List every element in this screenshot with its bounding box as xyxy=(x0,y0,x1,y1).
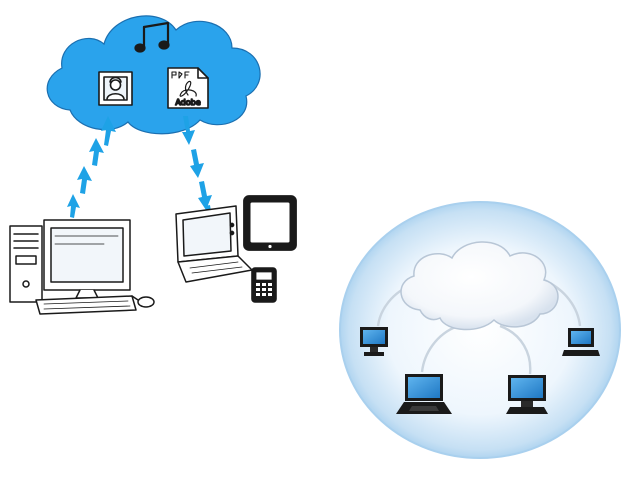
upload-arrow xyxy=(67,116,116,218)
network-computer-left xyxy=(360,327,388,356)
tablet-icon xyxy=(243,195,297,251)
connection-line xyxy=(499,324,532,375)
network-laptop-bottom-left xyxy=(396,374,452,414)
phone-icon xyxy=(251,267,277,303)
pdf-file-icon: Adobe xyxy=(167,67,209,109)
cloud-network-illustration xyxy=(339,201,621,459)
laptop-icon xyxy=(175,205,253,283)
desktop-computer-icon xyxy=(9,219,155,315)
network-computer-bottom-right xyxy=(506,375,548,414)
network-computer-right xyxy=(562,328,600,356)
network-cloud-shape xyxy=(400,241,559,331)
photo-file-icon xyxy=(98,71,133,106)
connection-line xyxy=(420,324,459,373)
cloud-sync-illustration: Adobe xyxy=(9,15,297,315)
pdf-file-label: Adobe xyxy=(175,98,200,107)
blue-cloud-shape xyxy=(46,15,261,135)
music-note-icon xyxy=(134,21,170,53)
